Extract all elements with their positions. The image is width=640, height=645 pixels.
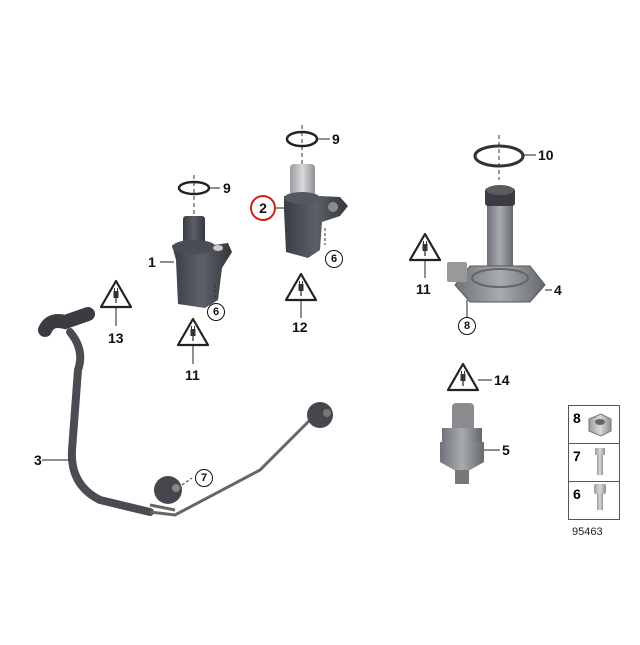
callout-9-sensor2: 9 — [332, 131, 340, 147]
circled-ref-6-sensor1: 6 — [207, 303, 225, 321]
callout-9-sensor1: 9 — [223, 180, 231, 196]
callout-2-highlighted[interactable]: 2 — [250, 195, 276, 221]
circled-ref-8: 8 — [458, 317, 476, 335]
knock-sensor-harness — [38, 307, 333, 517]
legend-row-flange-nut: 8 — [569, 406, 619, 444]
callout-12: 12 — [292, 319, 308, 335]
callout-1: 1 — [148, 254, 156, 270]
callout-11-left: 11 — [185, 367, 200, 383]
electrical-connector-warning-icon — [284, 272, 318, 318]
callout-11-right: 11 — [416, 281, 431, 297]
callout-10: 10 — [538, 147, 554, 163]
legend-row-socket-screw: 6 — [573, 486, 581, 502]
callout-13: 13 — [108, 330, 124, 346]
legend-row-hex-bolt: 7 — [569, 444, 619, 482]
callout-5: 5 — [502, 442, 510, 458]
circled-ref-7: 7 — [195, 469, 213, 487]
legend-hardware-art — [588, 413, 612, 510]
oil-level-sensor — [447, 135, 552, 318]
camshaft-sensor-2 — [272, 125, 348, 258]
electrical-connector-warning-icon — [408, 232, 442, 278]
circled-ref-6-sensor2: 6 — [325, 250, 343, 268]
electrical-connector-warning-icon — [446, 362, 492, 392]
callout-14: 14 — [494, 372, 510, 388]
oil-pressure-switch — [440, 403, 500, 484]
electrical-connector-warning-icon — [176, 317, 210, 364]
electrical-connector-warning-icon — [99, 279, 133, 326]
callout-4: 4 — [554, 282, 562, 298]
callout-3: 3 — [34, 452, 42, 468]
camshaft-sensor-1 — [160, 175, 232, 308]
hardware-legend: 8 7 6 — [568, 405, 620, 520]
diagram-reference-number: 95463 — [572, 526, 603, 538]
